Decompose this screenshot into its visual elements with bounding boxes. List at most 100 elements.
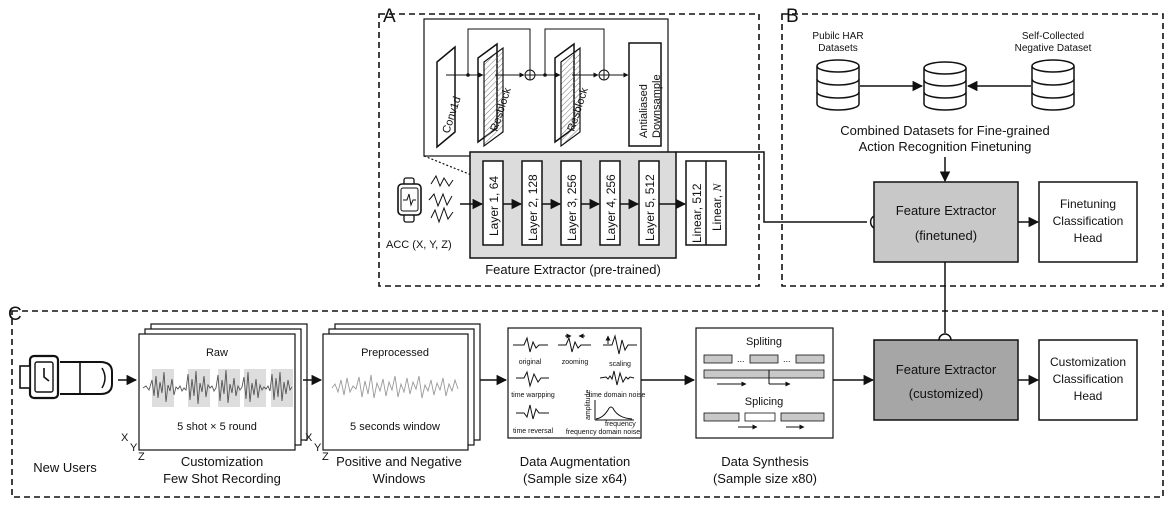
downsample-label-1: Antialiased [638,84,650,138]
data-augmentation-panel: original zooming scaling time warpping t… [507,327,646,439]
fe-finetuned-label-2: (finetuned) [915,228,977,243]
raw-title: Raw [206,347,228,359]
public-har-label-2: Datasets [818,43,857,54]
negative-dataset-label-1: Self-Collected [1022,31,1084,42]
raw-caption-2: Few Shot Recording [163,471,281,486]
section-a-letter: A [383,6,396,27]
svg-text:Y: Y [130,442,138,454]
zoom-line-left [423,155,475,177]
svg-text:original: original [519,359,542,366]
layer-3-block: Layer 3, 256 [560,160,582,246]
augmentation-caption-1: Data Augmentation [520,454,631,469]
aug-time-domain-noise: time domain noise [589,370,646,399]
linear-head-block: Linear, 512 Linear, N [685,160,727,246]
public-har-database-icon [816,59,860,111]
layer-1-label: Layer 1, 64 [487,176,501,236]
feature-extractor-finetuned [873,181,1019,263]
wrist-watch-icon [19,354,113,400]
fe-customized-label-2: (customized) [909,386,983,401]
aug-scaling: scaling [603,334,637,368]
downsample-label-2: Downsample [651,74,663,138]
layer-2-block: Layer 2, 128 [521,160,543,246]
section-a: A Conv1d Resblock Resblock Antialiased D… [378,6,760,287]
customization-head-label-1: Customization [1050,355,1126,369]
layer-5-label: Layer 5, 512 [643,174,657,241]
preprocessed-signal [331,374,459,399]
linear-n-label: Linear, N [710,183,724,231]
acc-signal-icon [428,174,454,224]
augmentation-caption-2: (Sample size x64) [523,471,627,486]
raw-recording-stack: Raw 5 shot × 5 round [138,323,308,451]
synthesis-caption-2: (Sample size x80) [713,471,817,486]
section-b-border [781,13,1164,287]
layer-5-block: Layer 5, 512 [638,160,660,246]
layer-3-label: Layer 3, 256 [565,174,579,241]
new-users-label: New Users [33,460,97,475]
synthesis-caption-1: Data Synthesis [721,454,809,469]
negative-database-icon [1031,59,1075,111]
combined-datasets-label-2: Action Recognition Finetuning [859,139,1032,154]
customization-classification-head [1038,339,1138,421]
svg-text:frequency: frequency [605,421,636,428]
feature-extractor-customized [873,339,1019,421]
layer-2-label: Layer 2, 128 [526,174,540,241]
svg-text:time reversal: time reversal [513,428,554,435]
svg-text:Z: Z [138,451,145,463]
finetuning-head-label-3: Head [1074,231,1103,245]
raw-signal [142,369,293,405]
preprocessed-subtitle: 5 seconds window [350,421,440,433]
svg-text:frequency domain noise: frequency domain noise [566,429,640,436]
raw-caption-1: Customization [181,454,263,469]
layer-1-block: Layer 1, 64 [482,160,504,246]
preprocessed-window-stack: Preprocessed 5 seconds window [322,323,481,451]
aug-original: original [513,336,548,366]
raw-axes-label: X Y Z [121,432,145,463]
customization-head-label-3: Head [1074,389,1103,403]
svg-text:Z: Z [322,451,329,463]
svg-text:X: X [121,432,129,444]
preprocessed-caption-2: Windows [373,471,426,486]
svg-text:...: ... [737,354,745,364]
svg-text:zooming: zooming [562,359,589,366]
negative-dataset-label-2: Negative Dataset [1015,43,1092,54]
svg-text:time warpping: time warpping [511,392,555,399]
preprocessed-caption-1: Positive and Negative [336,454,462,469]
section-c: C New Users Raw 5 shot × 5 round [8,304,1164,498]
data-synthesis-panel: Spliting ... ... Splicing [695,327,834,439]
smartwatch-icon [397,177,422,223]
svg-text:scaling: scaling [609,361,631,368]
spliting-label: Spliting [746,336,782,348]
section-c-letter: C [8,304,22,325]
linear-512-label: Linear, 512 [690,183,704,243]
public-har-label-1: Pubilc HAR [812,31,863,42]
finetuning-head-label-1: Finetuning [1060,197,1116,211]
preprocessed-axes-label: X Y Z [305,432,329,463]
splicing-label: Splicing [745,396,784,408]
antialiased-downsample-block: Antialiased Downsample [628,42,663,147]
finetuning-classification-head [1038,181,1138,263]
finetuning-head-label-2: Classification [1053,214,1124,228]
aug-time-reversal: time reversal [513,404,554,435]
fe-finetuned-label-1: Feature Extractor [896,203,997,218]
section-c-border [11,310,1164,498]
aug-frequency-domain-noise: amplitude frequency frequency domain noi… [566,390,640,436]
customization-head-label-2: Classification [1053,372,1124,386]
svg-text:...: ... [783,354,791,364]
combined-datasets-label-1: Combined Datasets for Fine-grained [840,123,1050,138]
section-a-border [378,13,760,287]
zoom-connections [446,28,629,81]
preprocessed-title: Preprocessed [361,347,429,359]
svg-text:Y: Y [314,442,322,454]
combined-database-icon [923,61,967,111]
acc-label: ACC (X, Y, Z) [386,239,452,251]
layer-4-label: Layer 4, 256 [604,174,618,241]
raw-subtitle: 5 shot × 5 round [177,421,257,433]
aug-zooming: zooming [558,333,591,366]
section-b: B Pubilc HAR Datasets Self-Collected Neg… [781,6,1164,287]
svg-text:X: X [305,432,313,444]
svg-text:time domain noise: time domain noise [589,392,646,399]
svg-text:amplitude: amplitude [585,390,592,420]
transfer-connector-a-b [676,151,781,223]
feature-extractor-pretrained-caption: Feature Extractor (pre-trained) [485,262,661,277]
